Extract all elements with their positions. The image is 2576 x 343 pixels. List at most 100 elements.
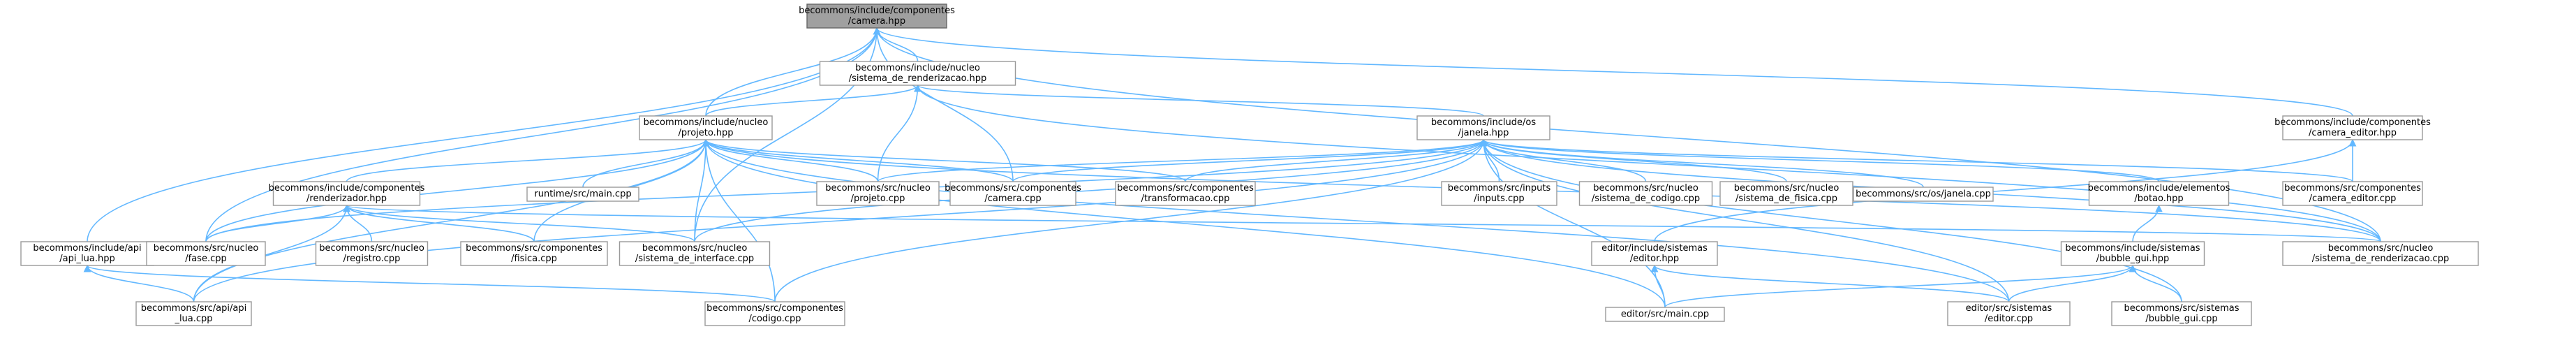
node-label-line: becommons/src/componentes [466,243,602,254]
node-label-line: becommons/src/componentes [2284,183,2421,194]
node-projeto-hpp[interactable]: becommons/include/nucleo/projeto.hpp [639,115,773,140]
edge-sistema_render_cpp-to-renderizador_hpp [346,205,2381,242]
node-box [460,241,608,266]
node-inputs-cpp[interactable]: becommons/src/inputs/inputs.cpp [1441,181,1557,206]
node-label-line: /transformacao.cpp [1141,194,1230,204]
node-sistema-fisica-cpp[interactable]: becommons/src/nucleo/sistema_de_fisica.c… [1719,181,1853,206]
node-label-line: becommons/src/inputs [1448,183,1551,194]
node-sistema-render-hpp[interactable]: becommons/include/nucleo/sistema_de_rend… [819,61,1016,86]
edge-projeto_hpp-to-camera_hpp [705,27,878,117]
edge-camera_cpp-to-janela_hpp [1012,139,1484,182]
node-camera-hpp[interactable]: becommons/include/componentes/camera.hpp [799,3,955,29]
node-main-runtime[interactable]: runtime/src/main.cpp [526,187,639,202]
node-sistema-render-cpp[interactable]: becommons/src/nucleo/sistema_de_renderiz… [2282,241,2479,266]
arrowhead-bubble_gui_cpp-to-bubble_gui_hpp [2129,264,2137,272]
edge-codigo_cpp-to-janela_hpp [774,139,1484,302]
node-box [1719,181,1853,206]
node-camera-cpp[interactable]: becommons/src/componentes/camera.cpp [945,181,1081,206]
node-label-line: editor/src/sistemas [1966,303,2052,314]
node-label-line: becommons/include/componentes [799,6,955,16]
edge-sistema_interface_cpp-to-renderizador_hpp [346,205,695,242]
node-label-line: /bubble_gui.cpp [2145,314,2217,324]
edge-main_runtime-to-projeto_hpp [582,139,706,188]
arrowhead-editor_hpp-to-camera_editor_hpp [2348,138,2357,147]
node-label-line: becommons/src/nucleo [2328,243,2434,254]
edge-transformacao_cpp-to-janela_hpp [1185,139,1484,182]
node-label-line: /sistema_de_renderizacao.hpp [849,73,987,84]
edge-editor_main_cpp-to-projeto_hpp [705,139,1666,308]
node-codigo-cpp[interactable]: becommons/src/componentes/codigo.cpp [704,301,845,326]
node-api-lua-cpp[interactable]: becommons/src/api/api_lua.cpp [135,301,252,326]
node-projeto-cpp[interactable]: becommons/src/nucleo/projeto.cpp [816,181,940,206]
node-transformacao-cpp[interactable]: becommons/src/componentes/transformacao.… [1115,181,1256,206]
node-bubble-gui-hpp[interactable]: becommons/include/sistemas/bubble_gui.hp… [2060,241,2205,266]
node-camera-editor-cpp[interactable]: becommons/src/componentes/camera_editor.… [2282,181,2423,206]
node-janela-hpp[interactable]: becommons/include/os/janela.hpp [1416,115,1550,140]
node-label-line: /fase.cpp [185,254,226,264]
edges-layer [83,27,2381,308]
node-label-line: becommons/src/nucleo [825,183,931,194]
node-sistema-codigo-cpp[interactable]: becommons/src/nucleo/sistema_de_codigo.c… [1578,181,1713,206]
node-label-line: becommons/src/componentes [706,303,843,314]
node-camera-editor-hpp[interactable]: becommons/include/componentes/camera_edi… [2274,115,2431,140]
node-box [315,241,429,266]
node-label-line: becommons/src/os/janela.cpp [1856,189,1991,200]
node-label-line: /registro.cpp [343,254,401,264]
node-label-line: /projeto.cpp [851,194,905,204]
edge-janela_hpp-to-sistema_render_hpp [917,85,1484,117]
node-box [2111,301,2252,326]
node-box [272,181,421,206]
node-box [819,61,1016,86]
node-editor-hpp[interactable]: editor/include/sistemas/editor.hpp [1591,241,1718,266]
edge-fase_cpp-to-camera_hpp [205,27,878,242]
node-label-line: becommons/include/componentes [2274,117,2431,128]
node-janela-cpp[interactable]: becommons/src/os/janela.cpp [1853,187,1994,202]
node-label-line: /editor.cpp [1985,314,2033,324]
node-label-line: becommons/include/sistemas [2065,243,2200,254]
edge-botao_hpp-to-janela_hpp [1483,139,2160,182]
nodes-layer: becommons/include/componentes/camera.hpp… [20,3,2479,326]
node-fisica-cpp[interactable]: becommons/src/componentes/fisica.cpp [460,241,608,266]
node-registro-cpp[interactable]: becommons/src/nucleo/registro.cpp [315,241,429,266]
node-label-line: /renderizador.hpp [306,194,387,204]
node-label-line: /fisica.cpp [511,254,557,264]
edge-editor_main_cpp-to-bubble_gui_hpp [1664,265,2133,308]
node-label-line: becommons/include/elementos [2088,183,2230,194]
node-box [20,241,154,266]
node-bubble-gui-cpp[interactable]: becommons/src/sistemas/bubble_gui.cpp [2111,301,2252,326]
node-api-lua-hpp[interactable]: becommons/include/api/api_lua.hpp [20,241,154,266]
node-label-line: becommons/src/sistemas [2124,303,2239,314]
node-label-line: /camera.hpp [848,16,905,27]
node-fase-cpp[interactable]: becommons/src/nucleo/fase.cpp [146,241,266,266]
node-box [1416,115,1550,140]
node-label-line: becommons/src/nucleo [154,243,259,254]
arrowhead-sistema_render_cpp-to-renderizador_hpp [343,204,350,212]
arrowhead-sistema_render_cpp-to-projeto_hpp [702,138,710,147]
node-label-line: /projeto.hpp [679,128,734,138]
edge-janela_cpp-to-janela_hpp [1483,139,1924,188]
arrowhead-editor_cpp-to-editor_hpp [1650,264,1659,272]
node-label-line: _lua.cpp [174,314,212,324]
node-label-line: /camera.cpp [984,194,1041,204]
node-label-line: /codigo.cpp [748,314,801,324]
node-editor-main-cpp[interactable]: editor/src/main.cpp [1605,307,1725,322]
arrowhead-bubble_gui_hpp-to-botao_hpp [2155,204,2163,212]
node-box [1947,301,2071,326]
node-renderizador-hpp[interactable]: becommons/include/componentes/renderizad… [269,181,425,206]
node-label-line: /camera_editor.hpp [2309,128,2397,138]
edge-transformacao_cpp-to-projeto_hpp [705,139,1186,182]
edge-projeto_cpp-to-janela_hpp [877,139,1484,182]
node-box [2060,241,2205,266]
node-box [2282,115,2423,140]
node-label-line: becommons/src/nucleo [642,243,748,254]
node-sistema-interface-cpp[interactable]: becommons/src/nucleo/sistema_de_interfac… [619,241,771,266]
node-botao-hpp[interactable]: becommons/include/elementos/botao.hpp [2088,181,2230,206]
edge-renderizador_hpp-to-projeto_hpp [346,139,706,182]
node-box [2282,241,2479,266]
node-label-line: becommons/include/nucleo [855,63,980,73]
node-label-line: editor/include/sistemas [1601,243,1708,254]
edge-sistema_interface_cpp-to-projeto_hpp [694,139,706,242]
node-editor-cpp[interactable]: editor/src/sistemas/editor.cpp [1947,301,2071,326]
node-box [2088,181,2230,206]
